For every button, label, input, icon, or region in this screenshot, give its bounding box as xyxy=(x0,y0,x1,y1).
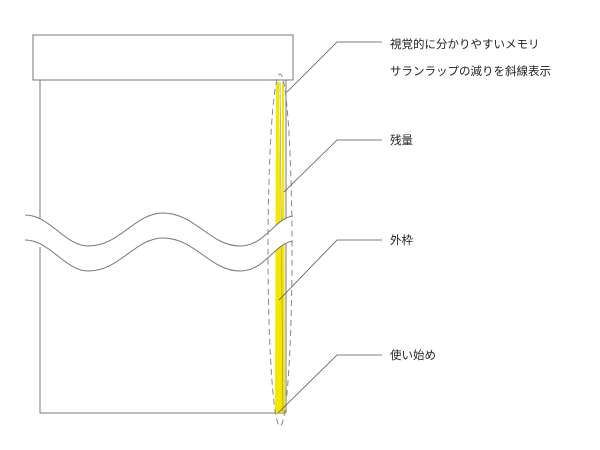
break-mask xyxy=(25,213,293,271)
remaining-strip-inner xyxy=(282,82,285,413)
label-outer-frame: 外枠 xyxy=(390,233,413,247)
label-remaining: 残量 xyxy=(390,133,413,147)
leader-outer-frame xyxy=(278,239,382,301)
strip-edge xyxy=(279,81,284,414)
leader-start xyxy=(277,354,382,414)
label-visual-line2: サランラップの減りを斜線表示 xyxy=(390,64,551,78)
label-visual-line1: 視覚的に分かりやすいメモリ xyxy=(390,37,540,51)
box-lid xyxy=(32,34,294,81)
leader-visual xyxy=(286,41,382,93)
break-wave-top xyxy=(24,212,294,247)
leader-remaining xyxy=(283,139,382,193)
label-start: 使い始め xyxy=(390,348,436,362)
break-wave-bottom xyxy=(24,237,294,272)
highlight-dashed-ellipse xyxy=(267,73,293,427)
